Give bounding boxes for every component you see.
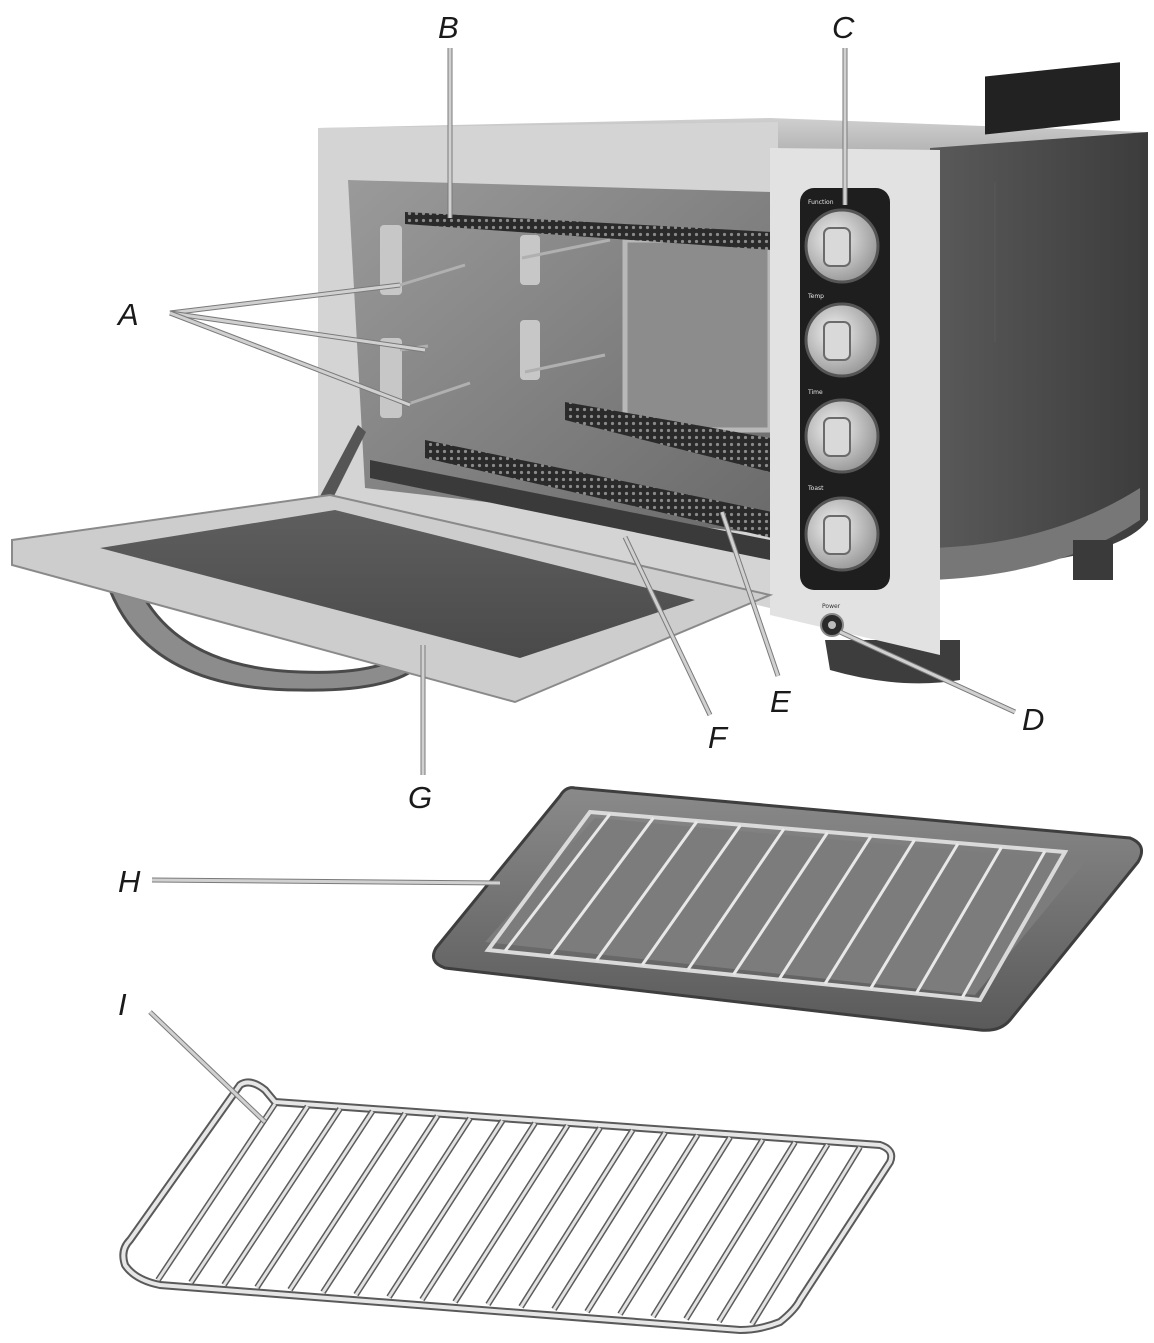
broil-pan-rack-wire [869,842,960,990]
door-glass [100,510,695,658]
oven-door[interactable] [11,493,774,704]
control-panel [800,188,890,590]
leader-i [148,1010,267,1124]
oven-body: Function Temp Time Toast Power [318,62,1148,684]
broil-pan-rack-wire [503,813,612,952]
wire-rack-bar [387,1119,504,1298]
cavity-back-wall [622,237,773,433]
oven-base-skirt [930,488,1140,580]
broil-pan-rack-wire [777,835,873,981]
side-vent [985,62,1120,135]
wire-rack-bar [156,1103,277,1281]
leader-f [622,535,713,717]
callout-g: G [408,780,432,815]
broil-pan-rack-wire [686,827,786,971]
knob-temp[interactable] [804,302,880,378]
wire-rack-bar [222,1107,342,1286]
broil-pan-rack-wire [915,846,1003,995]
broil-pan-rack-wire [960,850,1047,999]
bottom-heating-element-rear [565,402,770,472]
rack-rails [399,238,611,407]
broil-pan-floor [485,818,1085,995]
label-temp: Temp [807,293,824,300]
callout-h: H [118,864,141,899]
wire-rack-frame-inner [121,1080,894,1333]
broil-pan-rack [484,809,1069,1003]
leader-d [838,629,1017,715]
wire-rack-bar [717,1143,829,1323]
crumb-tray [370,460,770,560]
wire-rack-bars [155,1102,863,1326]
knob-time[interactable] [804,398,880,474]
wire-rack-bar [255,1110,374,1289]
wire-rack-bar [354,1117,472,1296]
wire-rack-bar [519,1129,634,1308]
callout-e: E [770,684,791,719]
wire-rack-bar [750,1146,862,1325]
callout-c: C [832,10,855,45]
label-function: Function [808,199,834,206]
callout-labels: A B C D E F G H I [116,10,1044,1022]
wire-rack-bar [420,1122,537,1301]
callout-f: F [708,720,729,755]
bottom-heating-element-front [425,440,772,538]
leader-e [719,511,781,677]
leader-a [169,282,426,408]
wire-rack-bar [618,1136,732,1316]
knob-function[interactable] [804,208,880,284]
leader-h [151,877,501,886]
broil-pan-rack-wire [732,831,829,976]
label-time: Time [807,389,823,396]
broil-pan-rack-wire [549,816,655,957]
power-indicator [820,613,844,637]
callout-a: A [116,297,139,332]
broil-pan-rack-wire [595,820,699,962]
top-heating-element [405,212,772,250]
callout-i: I [118,987,127,1022]
broil-pan-rack-wire [640,824,742,966]
wire-rack-bar [453,1124,569,1303]
wire-rack-bar [552,1131,667,1311]
oven-foot-right [1073,540,1113,580]
wire-rack-bar [651,1139,764,1318]
wire-rack-bar [585,1134,699,1313]
wire-rack-bar [486,1127,602,1306]
callout-d: D [1022,702,1044,737]
knob-toast[interactable] [804,496,880,572]
oven-right-side [930,132,1148,570]
label-toast: Toast [807,485,824,492]
wire-rack [119,1078,896,1335]
label-power: Power [822,603,841,610]
wire-rack-bar [189,1105,309,1284]
wire-rack-bar [684,1141,797,1320]
wire-rack-bar [321,1115,439,1294]
broil-pan [432,786,1144,1032]
leader-lines [148,48,1017,1124]
broil-pan-rack-wire [823,839,916,985]
callout-b: B [438,10,459,45]
wire-rack-bar [288,1112,407,1291]
door-hinge-arm [318,425,366,508]
